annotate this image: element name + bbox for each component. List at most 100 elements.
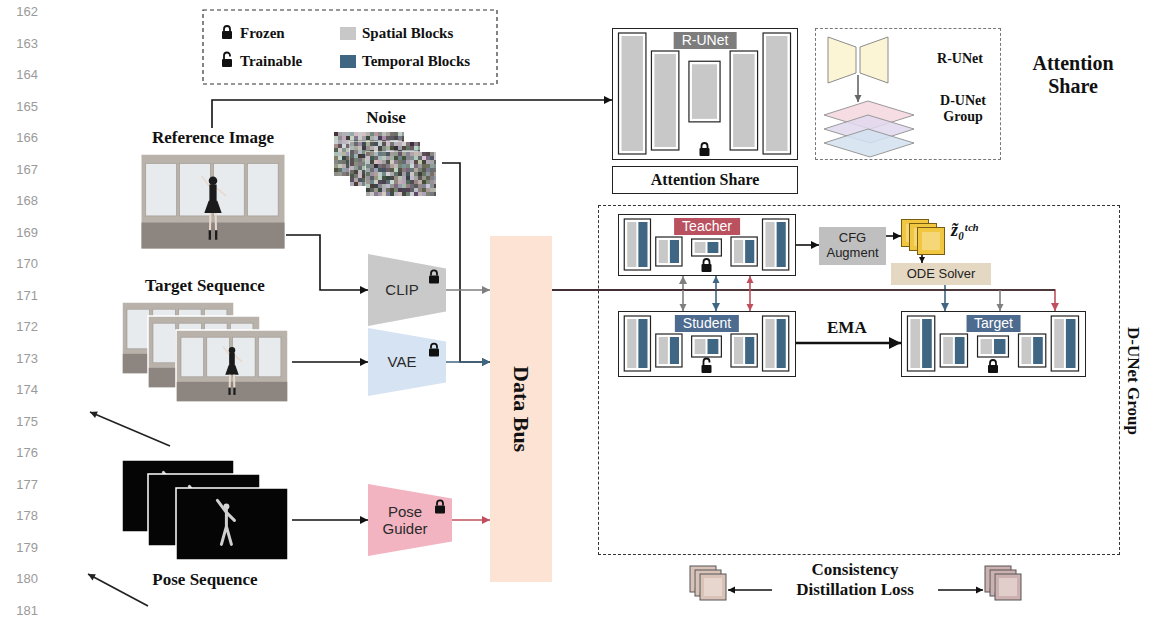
noise-cell — [418, 152, 422, 156]
noise-cell — [350, 142, 354, 146]
spatial-block — [621, 36, 642, 151]
noise-cell — [386, 136, 390, 140]
noise-cell — [398, 156, 402, 160]
noise-cell — [402, 132, 404, 136]
spatial-block — [659, 337, 668, 364]
connector — [919, 255, 925, 263]
noise-cell — [434, 164, 436, 168]
process-box: ODE Solver — [891, 263, 991, 285]
unet-block: Target — [901, 311, 1086, 377]
noise-cell — [374, 192, 378, 196]
noise-cell — [382, 160, 386, 164]
noise-cell — [354, 158, 358, 162]
noise-cell — [370, 168, 374, 172]
temporal-block — [1066, 319, 1076, 368]
network-tab: Student — [675, 315, 739, 332]
bus-line — [552, 289, 1055, 291]
noise-cell — [386, 142, 390, 146]
photo-frame — [141, 154, 286, 249]
noise-cell — [410, 192, 414, 196]
connector-line — [552, 290, 1055, 311]
noise-cell — [418, 156, 422, 160]
unet-stage — [978, 336, 1009, 357]
dancer-torso — [229, 353, 235, 367]
noise-cell — [434, 168, 436, 172]
temporal-block — [955, 337, 965, 364]
connector-line — [552, 290, 716, 311]
arrow-head — [1051, 303, 1059, 311]
noise-cell — [374, 160, 378, 164]
noise-cell — [350, 158, 354, 162]
connector — [212, 96, 612, 128]
noise-cell — [382, 176, 386, 180]
noise-cell — [378, 164, 382, 168]
noise-cell — [386, 156, 390, 160]
noise-cell — [390, 192, 394, 196]
arrow-head — [90, 412, 98, 418]
arrow-head — [680, 304, 687, 311]
noise-cell — [342, 156, 346, 160]
noise-cell — [338, 132, 342, 136]
noise-cell — [378, 136, 382, 140]
edge-label: EMA — [827, 318, 867, 338]
lock-shackle — [224, 26, 230, 31]
noise-cell — [358, 136, 362, 140]
network-tab: Teacher — [674, 218, 740, 235]
noise-cell — [402, 164, 406, 168]
arrow-head — [747, 304, 754, 311]
noise-cell — [334, 152, 338, 156]
legend-swatch — [340, 27, 356, 40]
noise-cell — [414, 164, 418, 168]
line-number: 178 — [2, 508, 38, 523]
lock-shackle — [704, 259, 710, 264]
noise-cell — [434, 184, 436, 188]
noise-cell — [386, 192, 390, 196]
noise-cell — [422, 164, 426, 168]
noise-cell — [402, 152, 406, 156]
unet-stage — [940, 334, 967, 367]
group-region: D-UNet GroupTeacherCFG Augmentz̃₀ᵗᶜʰODE … — [598, 205, 1120, 555]
attention-share-panel: R-UNetD-UNet Group — [815, 28, 1001, 160]
noise-cell — [374, 132, 378, 136]
noise-cell — [370, 152, 374, 156]
noise-cell — [354, 142, 358, 146]
panel-label: D-UNet Group — [928, 93, 998, 125]
flow-line — [88, 574, 148, 606]
legend-label: Frozen — [240, 24, 285, 42]
unet-stage — [1051, 316, 1078, 371]
loss-label: Consistency Distillation Loss — [780, 560, 930, 601]
arrow-head — [747, 276, 754, 283]
noise-cell — [386, 184, 390, 188]
noise-cell — [378, 172, 382, 176]
dancer-arm — [201, 176, 210, 187]
noise-cell — [382, 164, 386, 168]
noise-cell — [354, 174, 358, 178]
noise-cell — [366, 136, 370, 140]
line-number: 168 — [2, 193, 38, 208]
noise-cell — [358, 146, 362, 150]
noise-cell — [410, 142, 414, 146]
noise-cell — [366, 172, 370, 176]
window-pane — [146, 164, 177, 216]
noise-cell — [390, 142, 394, 146]
noise-cell — [426, 160, 430, 164]
picture — [118, 276, 292, 412]
noise-cell — [398, 168, 402, 172]
noise-cell — [434, 152, 436, 156]
noise-cell — [370, 152, 374, 156]
noise-cell — [386, 132, 390, 136]
noise-cell — [362, 142, 366, 146]
noise-cell — [342, 144, 346, 148]
noise-cell — [430, 176, 434, 180]
noise-cell — [382, 184, 386, 188]
noise-cell — [422, 160, 426, 164]
noise-cell — [390, 168, 394, 172]
noise-cell — [334, 136, 338, 140]
lock-body — [702, 264, 712, 272]
arrow-head — [360, 516, 368, 524]
unet-stage — [730, 51, 757, 150]
lock-shackle — [224, 53, 230, 60]
noise-cell — [382, 136, 386, 140]
noise-cell — [374, 168, 378, 172]
